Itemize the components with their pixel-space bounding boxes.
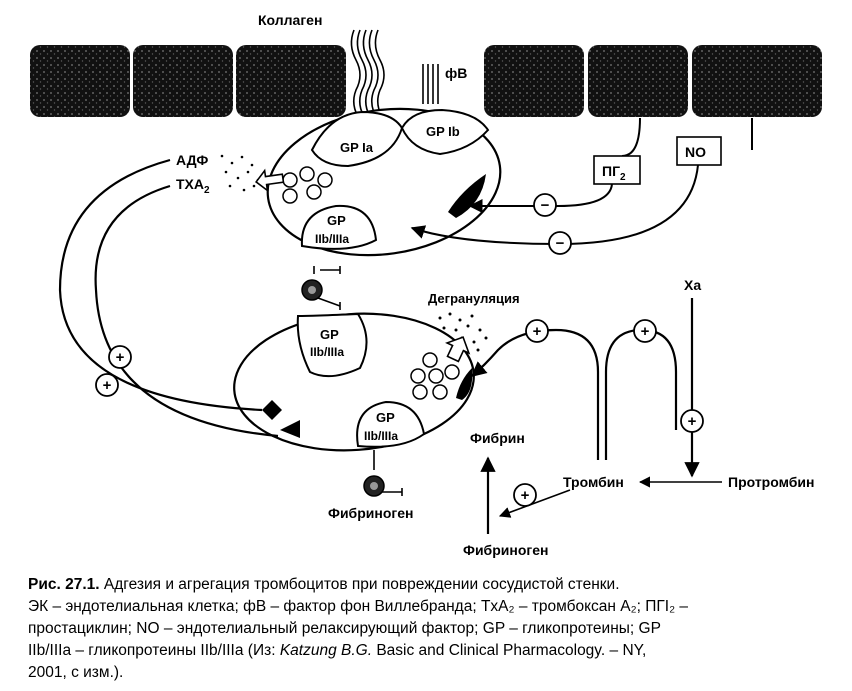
plus-sign-txa2: + <box>95 373 119 397</box>
caption-line-2: простациклин; NO – эндотелиальный релакс… <box>28 620 661 637</box>
no-box <box>676 136 722 166</box>
fibrinogen-left-label: Фибриноген <box>328 505 413 521</box>
upper-granules <box>282 166 333 204</box>
gp-iib-iiia-mid-label-1: GP <box>320 327 339 342</box>
degranulation-label: Дегрануляция <box>428 291 520 306</box>
gp-iib-iiia-receptor-mid <box>296 312 368 378</box>
degranulation-dots <box>438 312 488 352</box>
fibrinogen-bridge <box>301 266 341 310</box>
plus-sign-thrombin-2: + <box>633 319 657 343</box>
endothelial-cell-layer <box>30 45 822 117</box>
figure-caption: Рис. 27.1. Адгезия и агрегация тромбоцит… <box>28 574 828 684</box>
endothelial-cell-6 <box>692 45 822 117</box>
pgi2-line <box>621 117 641 157</box>
minus-sign-1: − <box>533 193 557 217</box>
endothelial-cell-3 <box>236 45 346 117</box>
caption-line-1: ЭК – эндотелиальная клетка; фВ – фактор … <box>28 598 689 615</box>
caption-title: Рис. 27.1. Адгезия и агрегация тромбоцит… <box>28 574 828 596</box>
upper-platelet <box>266 107 502 257</box>
caption-label: Рис. 27.1. <box>28 576 100 593</box>
svg-text:+: + <box>688 413 697 430</box>
gp-iib-iiia-receptor-low <box>356 400 426 448</box>
collagen-fibers <box>350 29 385 121</box>
svg-text:−: − <box>556 235 565 252</box>
lower-platelet <box>233 312 475 452</box>
svg-text:+: + <box>533 323 542 340</box>
platelet-adhesion-diagram: Коллаген фВ GP Ia GP Ib GP IIb/IIIa АДФ … <box>30 12 822 558</box>
lower-receptor-triangle <box>280 420 300 438</box>
caption-line-3: IIb/IIIa – гликопротеины IIb/IIIa (Из: K… <box>28 642 647 659</box>
plus-sign-fibrin: + <box>513 483 537 507</box>
pgi2-box <box>593 155 641 185</box>
plus-sign-adp: + <box>108 345 132 369</box>
caption-line-4: 2001, с изм.). <box>28 664 124 681</box>
fibrinogen-anchor <box>363 450 403 497</box>
release-arrow-upper <box>255 168 285 193</box>
thrombin-to-fibrin-arrow <box>498 489 571 518</box>
minus-sign-2: − <box>548 231 572 255</box>
release-arrow-lower <box>445 336 471 363</box>
plus-sign-xa: + <box>680 409 704 433</box>
endothelial-cell-1 <box>30 45 130 117</box>
release-dots <box>220 154 260 192</box>
caption-author: Katzung B.G. <box>279 642 373 659</box>
thrombin-loop-right <box>604 328 678 460</box>
svg-text:+: + <box>521 487 530 504</box>
txa2-label: TXA2 <box>176 176 210 196</box>
no-label: NO <box>685 144 706 160</box>
endothelial-cell-4 <box>484 45 584 117</box>
gp-iib-iiia-top-label-1: GP <box>327 213 346 228</box>
fibrinogen-bottom-label: Фибриноген <box>463 542 548 558</box>
gp-iib-iiia-low-label-2: IIb/IIIa <box>364 429 398 443</box>
thrombin-label: Тромбин <box>563 474 624 490</box>
vwf-strands <box>422 64 439 104</box>
pgi2-label: ПГ2 <box>602 163 626 183</box>
plus-sign-thrombin-1: + <box>525 319 549 343</box>
feedback-arc-outer <box>58 158 263 412</box>
caption-title-text: Адгезия и агрегация тромбоцитов при повр… <box>99 576 620 593</box>
feedback-arc-inner <box>94 184 279 438</box>
lower-granules <box>410 352 460 400</box>
prothrombin-label: Протромбин <box>728 474 814 490</box>
collagen-label: Коллаген <box>258 12 322 28</box>
pgi2-inhibit-arrow <box>468 183 613 213</box>
svg-text:+: + <box>116 349 125 366</box>
gp-ia-label: GP Ia <box>340 140 374 155</box>
endothelial-cell-5 <box>588 45 688 117</box>
lower-receptor-diamond <box>262 400 282 420</box>
gp-ib-receptor <box>400 108 490 156</box>
lower-receptor-site <box>456 368 473 400</box>
gp-iib-iiia-receptor-upper <box>300 204 378 250</box>
vwf-label: фВ <box>445 65 467 81</box>
endothelial-cell-2 <box>133 45 233 117</box>
upper-receptor-site <box>448 174 486 218</box>
adp-label: АДФ <box>176 152 208 168</box>
svg-text:+: + <box>103 377 112 394</box>
fibrin-label: Фибрин <box>470 430 525 446</box>
svg-text:+: + <box>641 323 650 340</box>
gp-iib-iiia-low-label-1: GP <box>376 410 395 425</box>
xa-label: Xa <box>684 277 701 293</box>
gp-iib-iiia-mid-label-2: IIb/IIIa <box>310 345 344 359</box>
gp-ib-label: GP Ib <box>426 124 460 139</box>
svg-text:−: − <box>541 197 550 214</box>
gp-iib-iiia-top-label-2: IIb/IIIa <box>315 232 349 246</box>
